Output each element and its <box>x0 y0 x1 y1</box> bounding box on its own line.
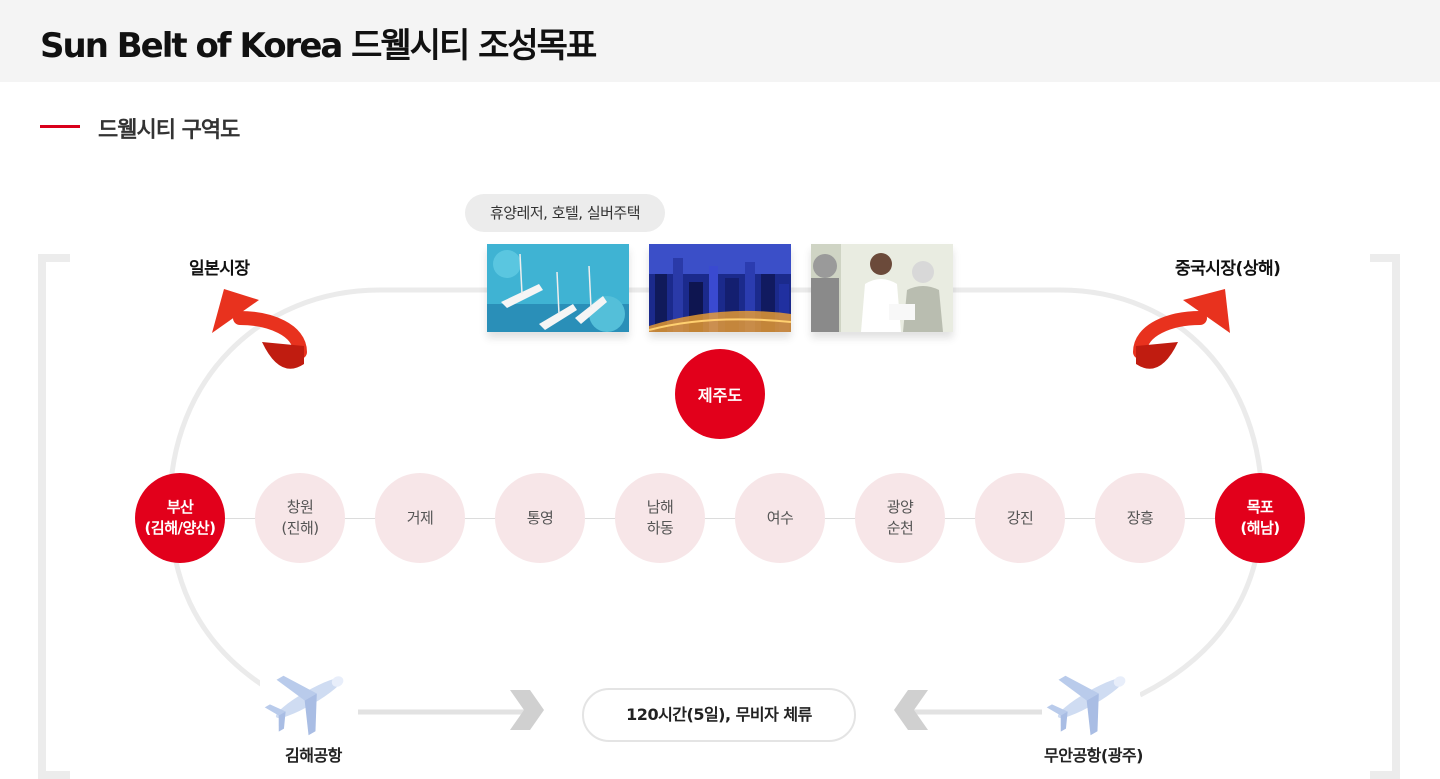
node-mokpo: 목포 (해남) <box>1215 473 1305 563</box>
node-gwangyang: 광양 순천 <box>855 473 945 563</box>
node-busan: 부산 (김해/양산) <box>135 473 225 563</box>
left-bracket <box>38 254 70 779</box>
chevron-left-icon <box>894 690 928 730</box>
japan-market-label: 일본시장 <box>189 259 250 279</box>
node-changwon: 창원 (진해) <box>255 473 345 563</box>
right-bracket <box>1370 254 1400 779</box>
node-jangheung: 장흥 <box>1095 473 1185 563</box>
airplane-icon <box>1042 658 1140 738</box>
node-namhae: 남해 하동 <box>615 473 705 563</box>
yachts-photo <box>487 244 629 332</box>
node-tongyeong: 통영 <box>495 473 585 563</box>
muan-airport-label: 무안공항(광주) <box>1044 746 1143 765</box>
chevron-right-icon <box>510 690 544 730</box>
city-night-photo <box>649 244 791 332</box>
section-accent-line <box>40 125 80 128</box>
arrow-to-china-icon <box>1133 289 1230 369</box>
arrow-to-japan-icon <box>212 289 307 369</box>
section-title: 드웰시티 구역도 <box>98 118 240 143</box>
visa-free-stay-pill: 120시간(5일), 무비자 체류 <box>582 688 856 742</box>
airplane-icon <box>260 658 358 738</box>
resort-facilities-pill: 휴양레저, 호텔, 실버주택 <box>465 194 665 232</box>
node-gangjin: 강진 <box>975 473 1065 563</box>
page-title: Sun Belt of Korea 드웰시티 조성목표 <box>40 26 597 66</box>
gimhae-airport-label: 김해공항 <box>285 746 342 765</box>
coastal-line <box>180 518 1260 519</box>
node-geoje: 거제 <box>375 473 465 563</box>
senior-care-photo <box>811 244 953 332</box>
jeju-node: 제주도 <box>675 349 765 439</box>
china-market-label: 중국시장(상해) <box>1175 259 1281 279</box>
header-bar: Sun Belt of Korea 드웰시티 조성목표 <box>0 0 1440 82</box>
node-yeosu: 여수 <box>735 473 825 563</box>
